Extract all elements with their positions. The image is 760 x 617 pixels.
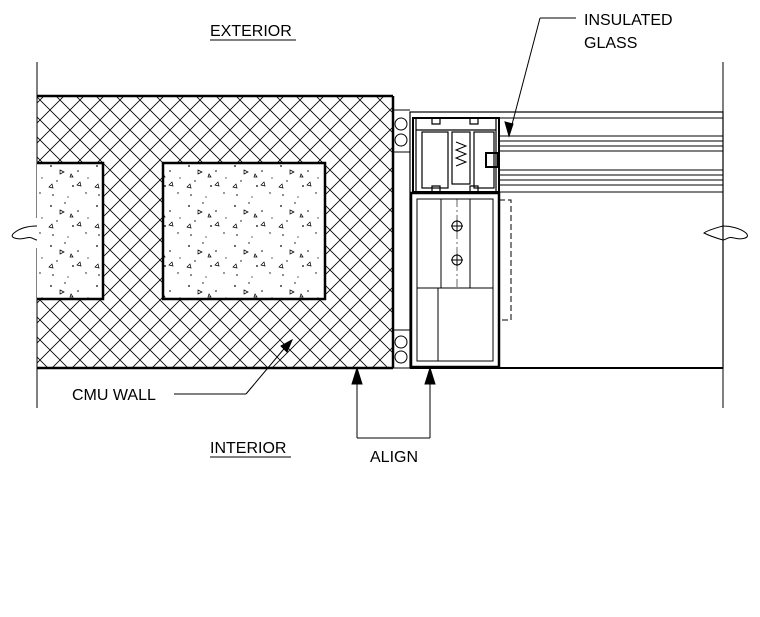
insulated-glass-label-line2: GLASS <box>584 35 637 52</box>
break-symbol-right <box>703 225 748 241</box>
leader-insulated-glass <box>504 17 576 138</box>
cmu-wall-label: CMU WALL <box>72 387 156 404</box>
sealant-joint-bottom <box>393 329 410 369</box>
align-label: ALIGN <box>370 449 418 466</box>
interior-label: INTERIOR <box>210 440 286 457</box>
cmu-wall <box>37 94 395 370</box>
leader-cmu-wall <box>174 338 294 395</box>
exterior-label: EXTERIOR <box>210 23 292 40</box>
storefront-frame <box>409 111 724 369</box>
insulated-glass-label-line1: INSULATED <box>584 12 673 29</box>
align-arrows <box>351 366 436 439</box>
sealant-joint-top <box>393 109 410 153</box>
